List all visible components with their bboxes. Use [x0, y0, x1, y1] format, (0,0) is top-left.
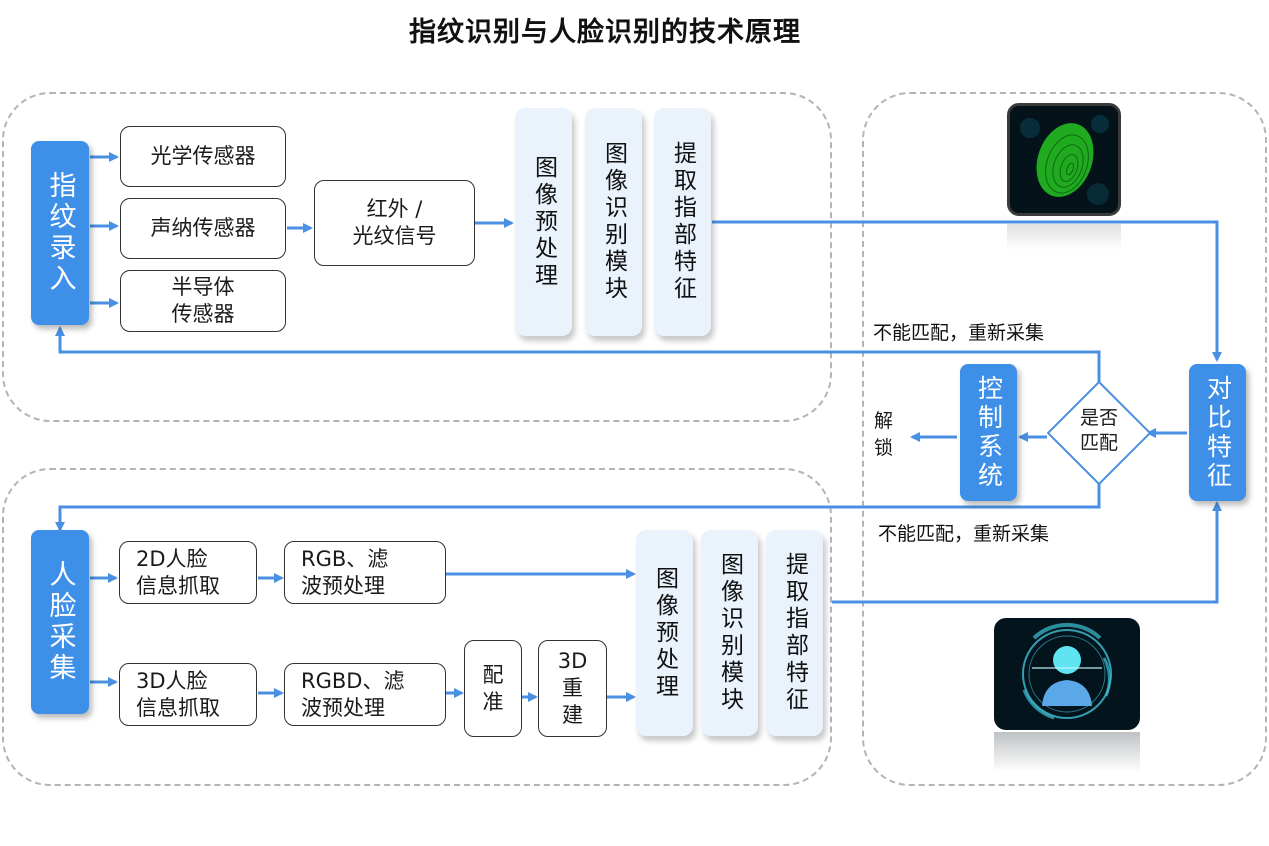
capture-3d-box: 3D人脸 信息抓取	[119, 663, 257, 726]
reconstruction-box: 3D 重 建	[538, 640, 607, 737]
compare-features-label: 对比特征	[1203, 374, 1233, 491]
compare-features-node: 对比特征	[1189, 364, 1246, 501]
face-recognition-step: 图像识别模块	[701, 530, 758, 736]
page-title: 指纹识别与人脸识别的技术原理	[409, 17, 801, 48]
line-face-feature-compare	[832, 501, 1222, 604]
fingerprint-scanner-icon	[1007, 103, 1121, 216]
line-retry-face	[55, 482, 1101, 532]
face-retry-label: 不能匹配，重新采集	[878, 523, 1050, 545]
registration-box: 配 准	[464, 640, 522, 737]
face-entry-label: 人脸采集	[44, 560, 76, 684]
fp-preprocess-label: 图像预处理	[530, 154, 557, 290]
control-system-node: 控制系统	[960, 364, 1017, 501]
fingerprint-retry-label: 不能匹配，重新采集	[873, 322, 1045, 344]
fp-recognition-step: 图像识别模块	[585, 108, 642, 336]
face-scan-icon	[994, 618, 1140, 730]
face-region	[2, 468, 832, 786]
face-preprocess-step: 图像预处理	[636, 530, 693, 736]
rgb-filter-box: RGB、滤 波预处理	[284, 541, 446, 604]
face-recognition-label: 图像识别模块	[716, 552, 743, 714]
rgbd-filter-box: RGBD、滤 波预处理	[284, 663, 446, 726]
semiconductor-sensor-box: 半导体 传感器	[120, 270, 286, 332]
face-feature-step: 提取指部特征	[766, 530, 823, 736]
fingerprint-region	[2, 92, 832, 422]
fp-feature-label: 提取指部特征	[669, 141, 696, 303]
face-reflection	[994, 732, 1140, 772]
face-entry-node: 人脸采集	[31, 530, 89, 714]
unlock-label: 解 锁	[874, 410, 894, 459]
optical-sensor-box: 光学传感器	[120, 126, 286, 187]
fp-feature-step: 提取指部特征	[654, 108, 711, 336]
control-system-label: 控制系统	[974, 374, 1004, 491]
fp-preprocess-step: 图像预处理	[515, 108, 572, 336]
ir-light-signal-box: 红外 / 光纹信号	[314, 180, 475, 266]
match-question-label: 是否 匹配	[1079, 407, 1118, 454]
line-retry-fingerprint	[55, 326, 1101, 382]
line-fp-feature-compare	[712, 220, 1222, 362]
capture-2d-box: 2D人脸 信息抓取	[119, 541, 257, 604]
fingerprint-entry-node: 指纹录入	[31, 141, 89, 325]
fingerprint-entry-label: 指纹录入	[44, 171, 76, 295]
sonar-sensor-box: 声纳传感器	[120, 198, 286, 259]
decision-region	[862, 92, 1267, 786]
fp-recognition-label: 图像识别模块	[600, 141, 627, 303]
match-diamond	[1046, 380, 1152, 486]
fingerprint-reflection	[1007, 224, 1121, 250]
face-preprocess-label: 图像预处理	[651, 565, 678, 701]
face-feature-label: 提取指部特征	[781, 552, 808, 714]
